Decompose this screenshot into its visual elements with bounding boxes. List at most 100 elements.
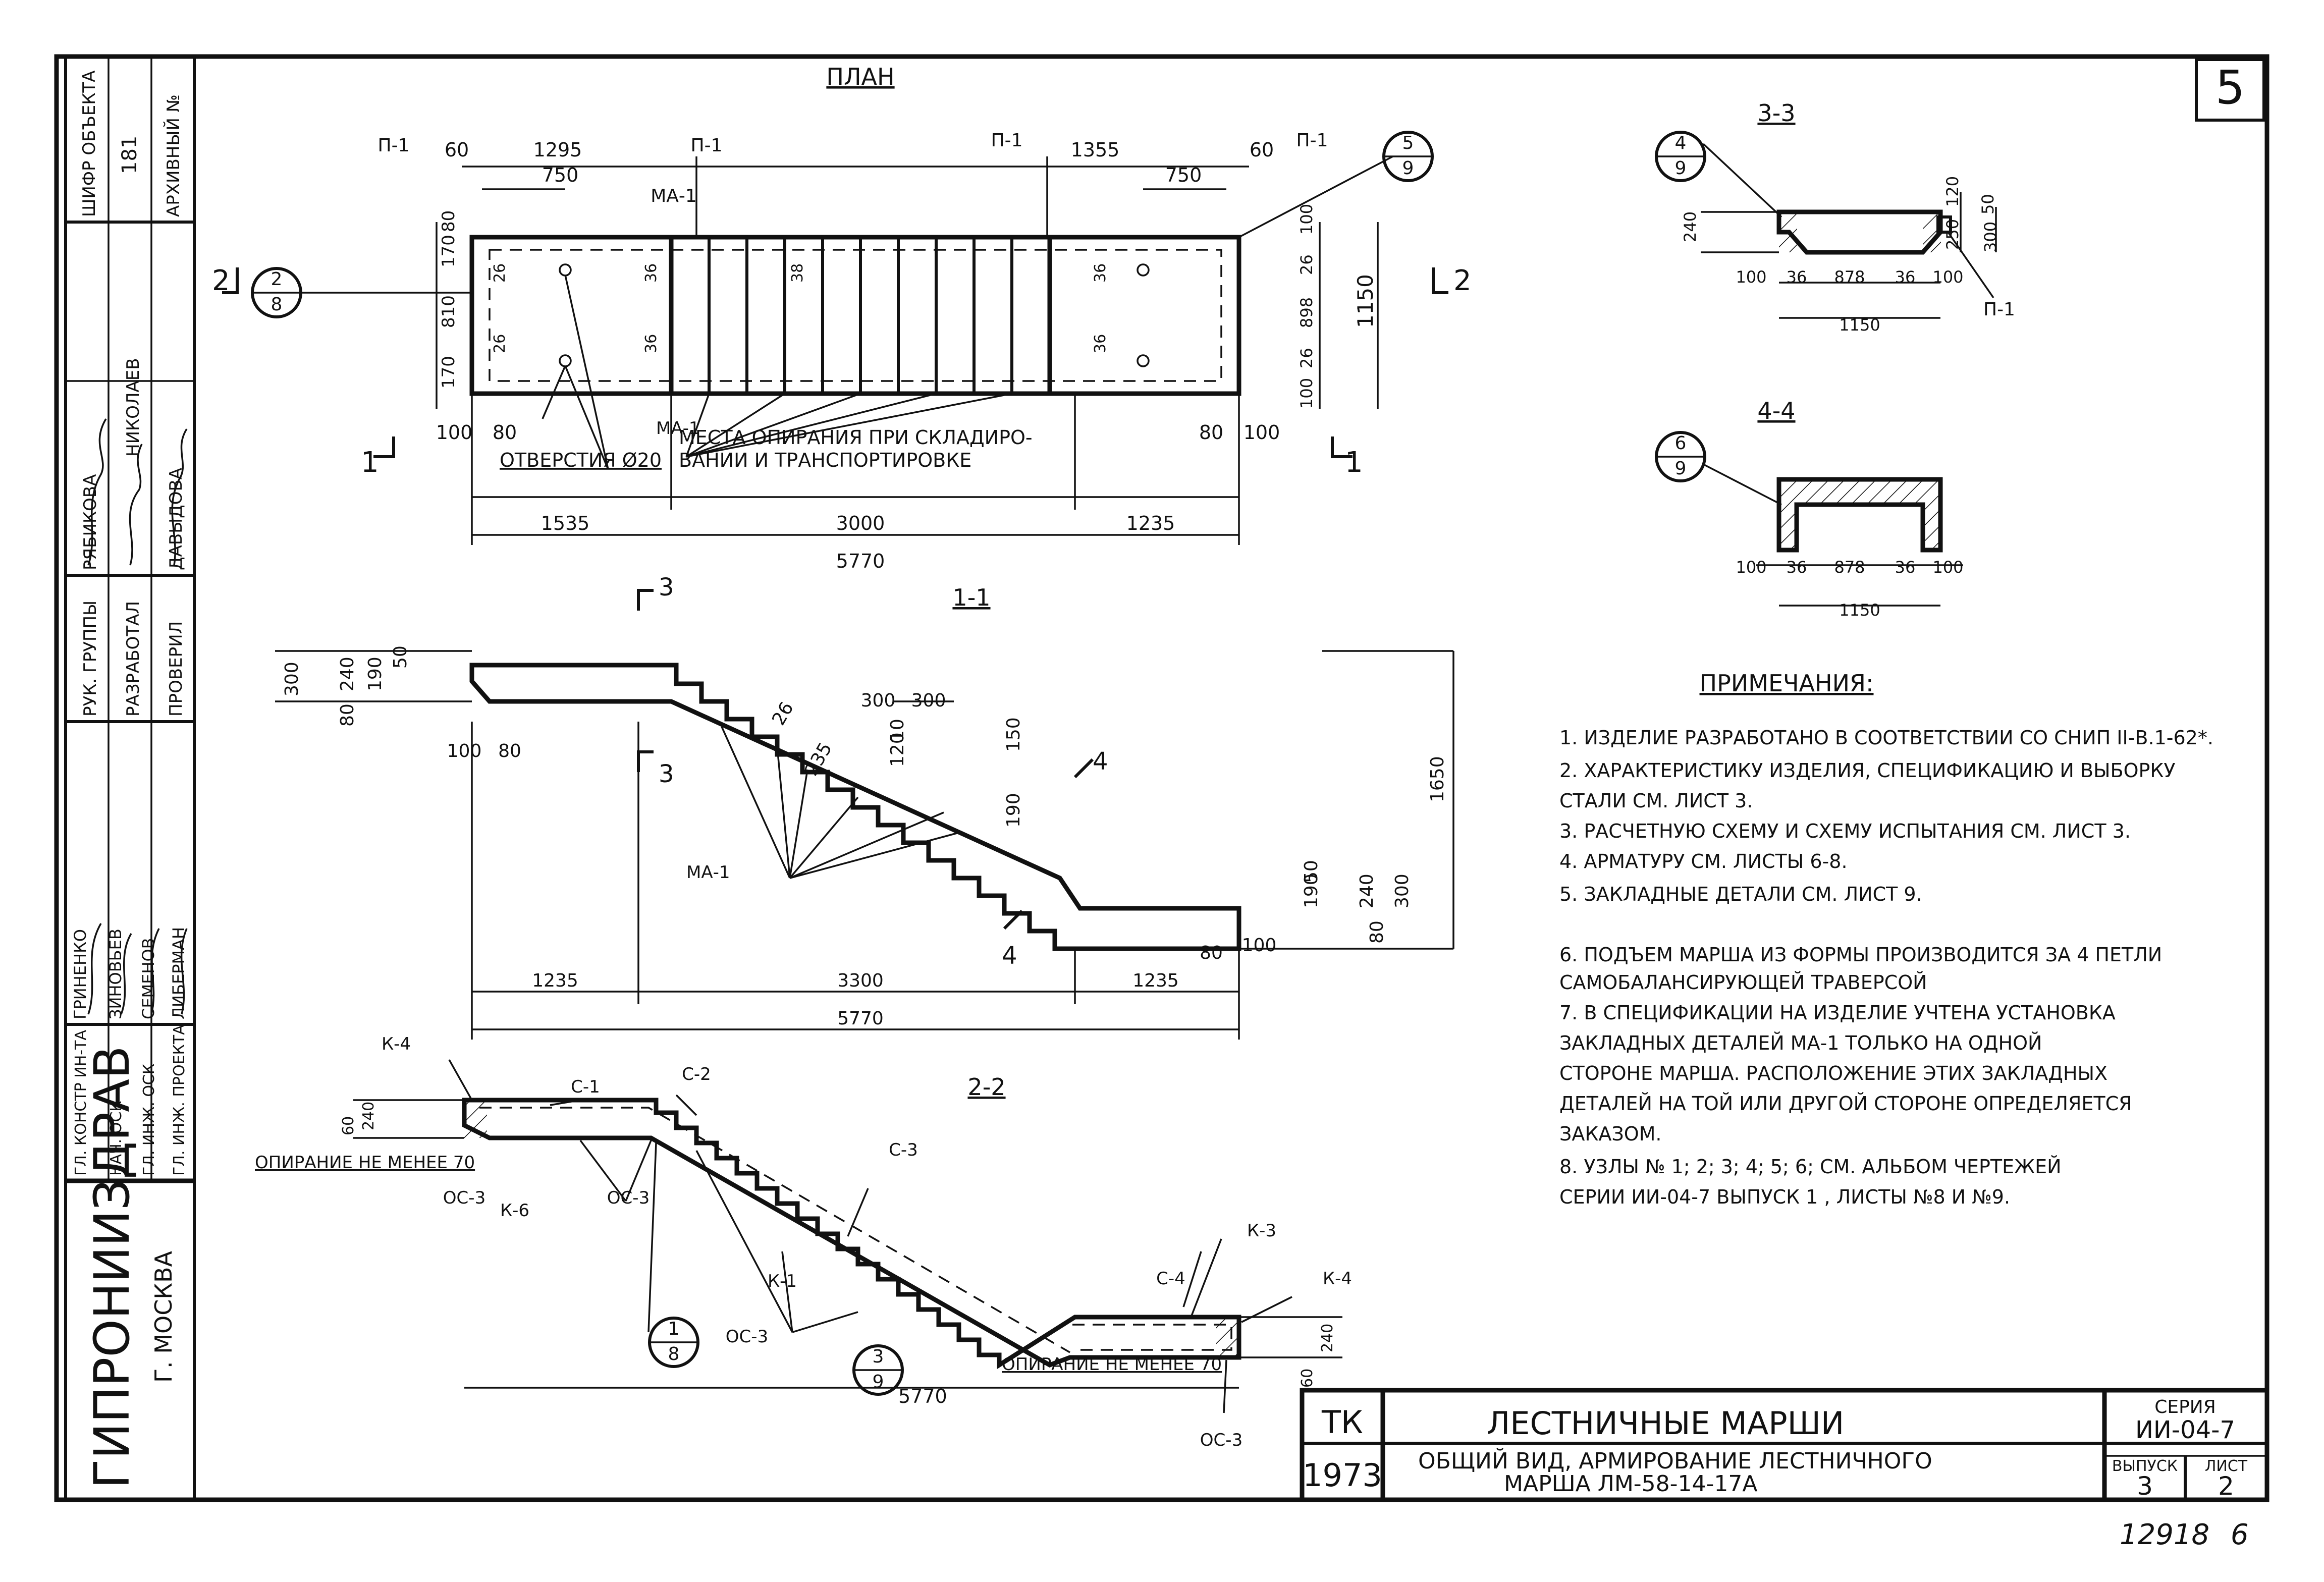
dimension-label: 300 [282,662,302,696]
dimension-label: 80 [337,703,358,727]
svg-text:6: 6 [1675,433,1687,454]
dimension-label: 36 [1787,558,1807,577]
dimension-label: 750 [1165,164,1202,186]
ma1-bars [669,237,1052,394]
dimension-label: 1650 [1427,756,1448,802]
dimension-label: 50 [390,645,411,669]
title-block: ТК 1973 ЛЕСТНИЧНЫЕ МАРШИ ОБЩИЙ ВИД, АРМИ… [1300,1388,2269,1502]
plan-section-cuts [222,267,1448,458]
dimension-label: 240 [1357,874,1377,908]
dimension-label: 36 [642,263,660,283]
dimension-label: 1150 [1839,315,1880,335]
svg-text:8: 8 [271,294,283,315]
archive-label: АРХИВНЫЙ № [163,94,184,217]
callout-3-9: 3 9 [852,1344,904,1396]
dimension-label: 100 [1736,267,1766,287]
rebar-label: ОС-3 [443,1188,485,1208]
dimension-label: 60 [445,139,469,161]
callout-5-9: 5 9 [1382,131,1434,182]
rebar-label: ОС-3 [1200,1430,1242,1450]
embedded-part-right [1216,1317,1239,1357]
rebar-label: С-1 [571,1077,600,1097]
support-note-left: ОПИРАНИЕ НЕ МЕНЕЕ 70 [255,1153,475,1173]
rebar-label: К-3 [1247,1221,1276,1241]
section-mark-3-top: 3 [659,573,674,602]
note-line: 1. ИЗДЕЛИЕ РАЗРАБОТАНО В СООТВЕТСТВИИ СО… [1559,727,2213,749]
section-1-1-profile [469,663,1241,951]
drawing-title: ЛЕСТНИЧНЫЕ МАРШИ [1487,1405,1845,1442]
svg-text:9: 9 [873,1372,884,1392]
dimension-label: 120 [887,732,908,767]
dimension-label: 36 [1895,267,1916,287]
notes-lines: 1. ИЗДЕЛИЕ РАЗРАБОТАНО В СООТВЕТСТВИИ СО… [1559,727,2213,1208]
dimension-label: 240 [337,657,358,691]
sidebar-entry: ДАВЫДОВА [166,468,186,570]
notes-title: ПРИМЕЧАНИЯ: [1700,670,1874,697]
sheet-number: 5 [2215,61,2245,115]
note-line: ЗАКЛАДНЫХ ДЕТАЛЕЙ МА-1 ТОЛЬКО НА ОДНОЙ [1559,1032,2042,1054]
note-line: 6. ПОДЪЕМ МАРША ИЗ ФОРМЫ ПРОИЗВОДИТСЯ ЗА… [1559,944,2162,966]
callout-2-8: 2 8 [251,267,472,318]
note-line: ЗАКАЗОМ. [1559,1123,1661,1145]
sidebar-entry: ГЛ. ИНЖ. ПРОЕКТА [171,1024,188,1176]
dimension-label: 240 [360,1102,377,1130]
hole-marker [1137,354,1150,367]
issue-value: 3 [2137,1471,2153,1501]
svg-text:5: 5 [1402,133,1414,153]
section-mark-1-right: 1 [1345,446,1363,479]
dimension-label: 100 [1932,267,1963,287]
sidebar-entry: РУК. ГРУППЫ [80,601,100,717]
section-mark-1-left: 1 [361,446,379,479]
section-3-3-mark: П-1 [1983,299,2015,320]
dimension-label: 250 [1943,219,1962,250]
notes-block: ПРИМЕЧАНИЯ: 1. ИЗДЕЛИЕ РАЗРАБОТАНО В СОО… [1559,670,2213,1208]
dimension-label: 26 [768,698,797,729]
part-mark: П-1 [378,135,410,156]
plan-title: ПЛАН [826,63,894,90]
dimension-label: 190 [1301,874,1322,908]
dimension-label: 150 [1003,717,1024,752]
svg-text:2: 2 [271,269,283,290]
dimension-label: 1535 [541,512,590,534]
dimension-label: 60 [1299,1369,1316,1388]
svg-text:3: 3 [873,1346,884,1367]
dimension-label: 1150 [1839,601,1880,620]
drawing-subtitle-1: ОБЩИЙ ВИД, АРМИРОВАНИЕ ЛЕСТНИЧНОГО [1418,1447,1932,1474]
sidebar-entry: НАЧ. ОСК [107,1101,125,1176]
dimension-label: 36 [1092,263,1109,283]
svg-text:9: 9 [1402,158,1414,179]
dimension-label: 100 [1297,378,1316,409]
dimension-label: 898 [1297,297,1316,328]
section-mark-4-top: 4 [1093,747,1108,776]
part-mark: П-1 [1296,130,1328,151]
dimension-label: 240 [1319,1324,1336,1352]
dimension-label: 36 [1787,267,1807,287]
note-line: СТАЛИ СМ. ЛИСТ 3. [1559,790,1753,812]
part-mark: МА-1 [651,186,697,206]
sidebar-entry: ЗИНОВЬЕВ [106,929,125,1019]
support-note-line2: ВАНИИ И ТРАНСПОРТИРОВКЕ [679,449,971,471]
part-mark: П-1 [991,130,1023,151]
dimension-label: 10 [887,719,908,742]
cipher-label: ШИФР ОБЪЕКТА [79,71,99,217]
note-line: 5. ЗАКЛАДНЫЕ ДЕТАЛИ СМ. ЛИСТ 9. [1559,883,1922,905]
hole-marker [559,354,572,367]
dimension-label: 1355 [1071,139,1120,161]
svg-text:8: 8 [668,1344,680,1365]
archive-page: 6 [2231,1518,2249,1551]
hole-note: ОТВЕРСТИЯ Ø20 [500,449,662,471]
dimension-label: 100 [1242,935,1277,956]
hole-marker [559,263,572,277]
dimension-label: 26 [491,334,509,353]
series-label: СЕРИЯ [2154,1397,2216,1417]
section-2-2-dim-bottom: 5770 [898,1385,947,1407]
year-label: 1973 [1303,1457,1382,1494]
